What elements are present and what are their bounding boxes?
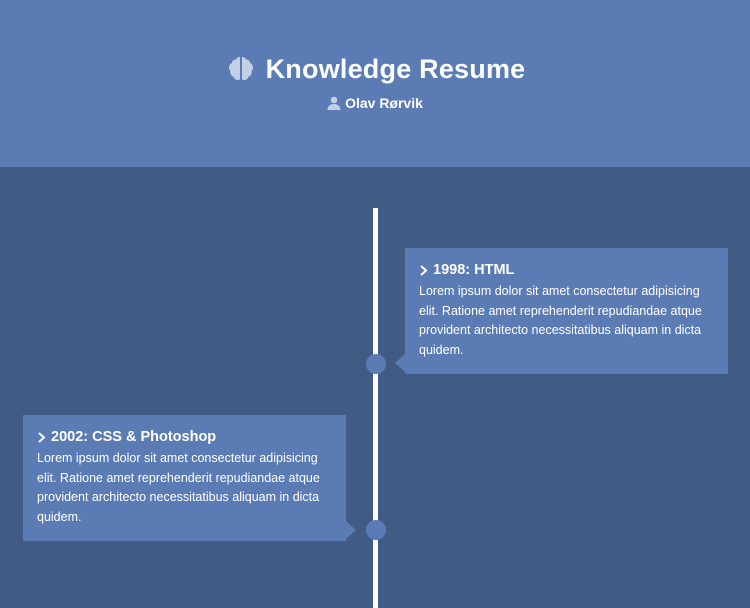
chevron-right-icon xyxy=(38,431,46,443)
author-row: Olav Rørvik xyxy=(0,95,750,111)
page-header: Knowledge Resume Olav Rørvik xyxy=(0,0,750,167)
user-icon xyxy=(327,96,341,110)
card-title: 2002: CSS & Photoshop xyxy=(37,429,332,445)
author-name: Olav Rørvik xyxy=(345,95,423,111)
chevron-right-icon xyxy=(420,264,428,276)
card-pointer xyxy=(346,521,356,539)
timeline-line xyxy=(373,208,378,608)
timeline-card: 1998: HTML Lorem ipsum dolor sit amet co… xyxy=(395,248,728,374)
title-row: Knowledge Resume xyxy=(0,53,750,85)
card-pointer xyxy=(395,354,405,372)
card-body: Lorem ipsum dolor sit amet consectetur a… xyxy=(419,284,702,357)
timeline-card: 2002: CSS & Photoshop Lorem ipsum dolor … xyxy=(23,415,356,541)
card-title-text: 1998: HTML xyxy=(433,262,515,278)
card-title-text: 2002: CSS & Photoshop xyxy=(51,429,217,445)
timeline-dot xyxy=(366,520,386,540)
card-title: 1998: HTML xyxy=(419,262,714,278)
page-title: Knowledge Resume xyxy=(265,53,526,84)
card-body: Lorem ipsum dolor sit amet consectetur a… xyxy=(37,451,320,524)
timeline-dot xyxy=(366,354,386,374)
brain-icon xyxy=(228,57,253,80)
